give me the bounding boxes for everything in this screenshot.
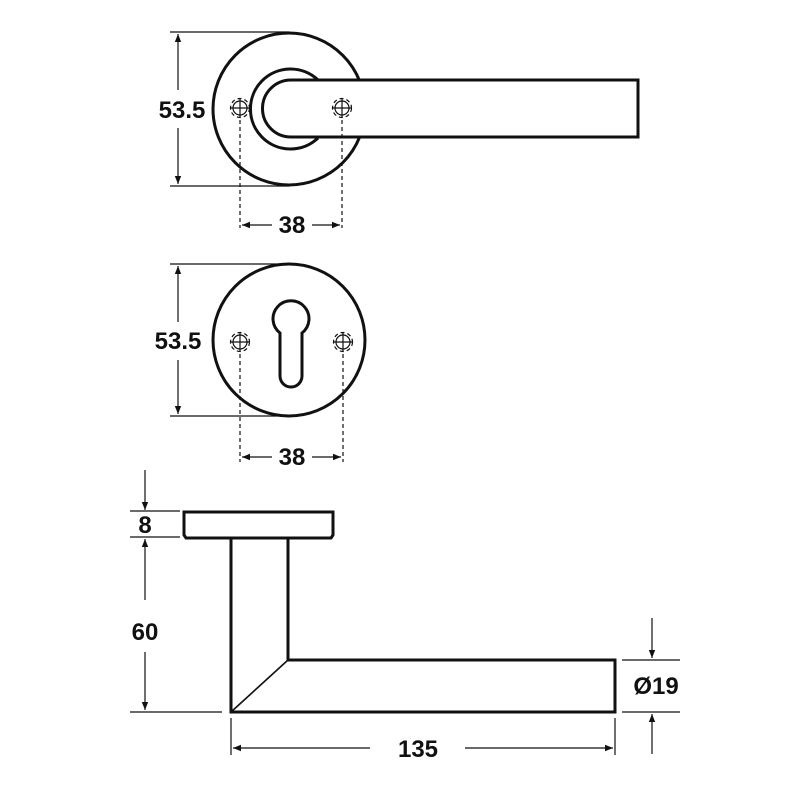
screw-spacing-dimension: 38: [279, 212, 306, 239]
screw-hole-icon: [229, 97, 251, 119]
lever-diameter-dimension: Ø19: [633, 673, 678, 700]
lever-side: [229, 538, 617, 714]
height-dimension: 53.5: [155, 328, 202, 355]
screw-spacing-dimension: 38: [279, 444, 306, 471]
projection-dimension: 60: [132, 619, 159, 646]
inner-ring: [248, 67, 320, 151]
top-view-lever-on-rose: 53.5 38: [159, 31, 640, 239]
rose-side: [182, 510, 335, 540]
euro-cylinder-keyhole: [271, 299, 311, 389]
screw-hole-icon: [229, 331, 251, 353]
lever-arm: [261, 78, 640, 139]
side-view: 8 60 135 Ø19: [130, 470, 680, 763]
screw-hole-icon: [332, 331, 354, 353]
escutcheon-outline: [211, 262, 367, 418]
rose-thickness-dimension: 8: [138, 512, 151, 539]
height-dimension: 53.5: [159, 97, 206, 124]
lever-length-dimension: 135: [398, 736, 438, 763]
screw-hole-icon: [331, 97, 353, 119]
escutcheon-view: 53.5 38: [155, 262, 367, 471]
